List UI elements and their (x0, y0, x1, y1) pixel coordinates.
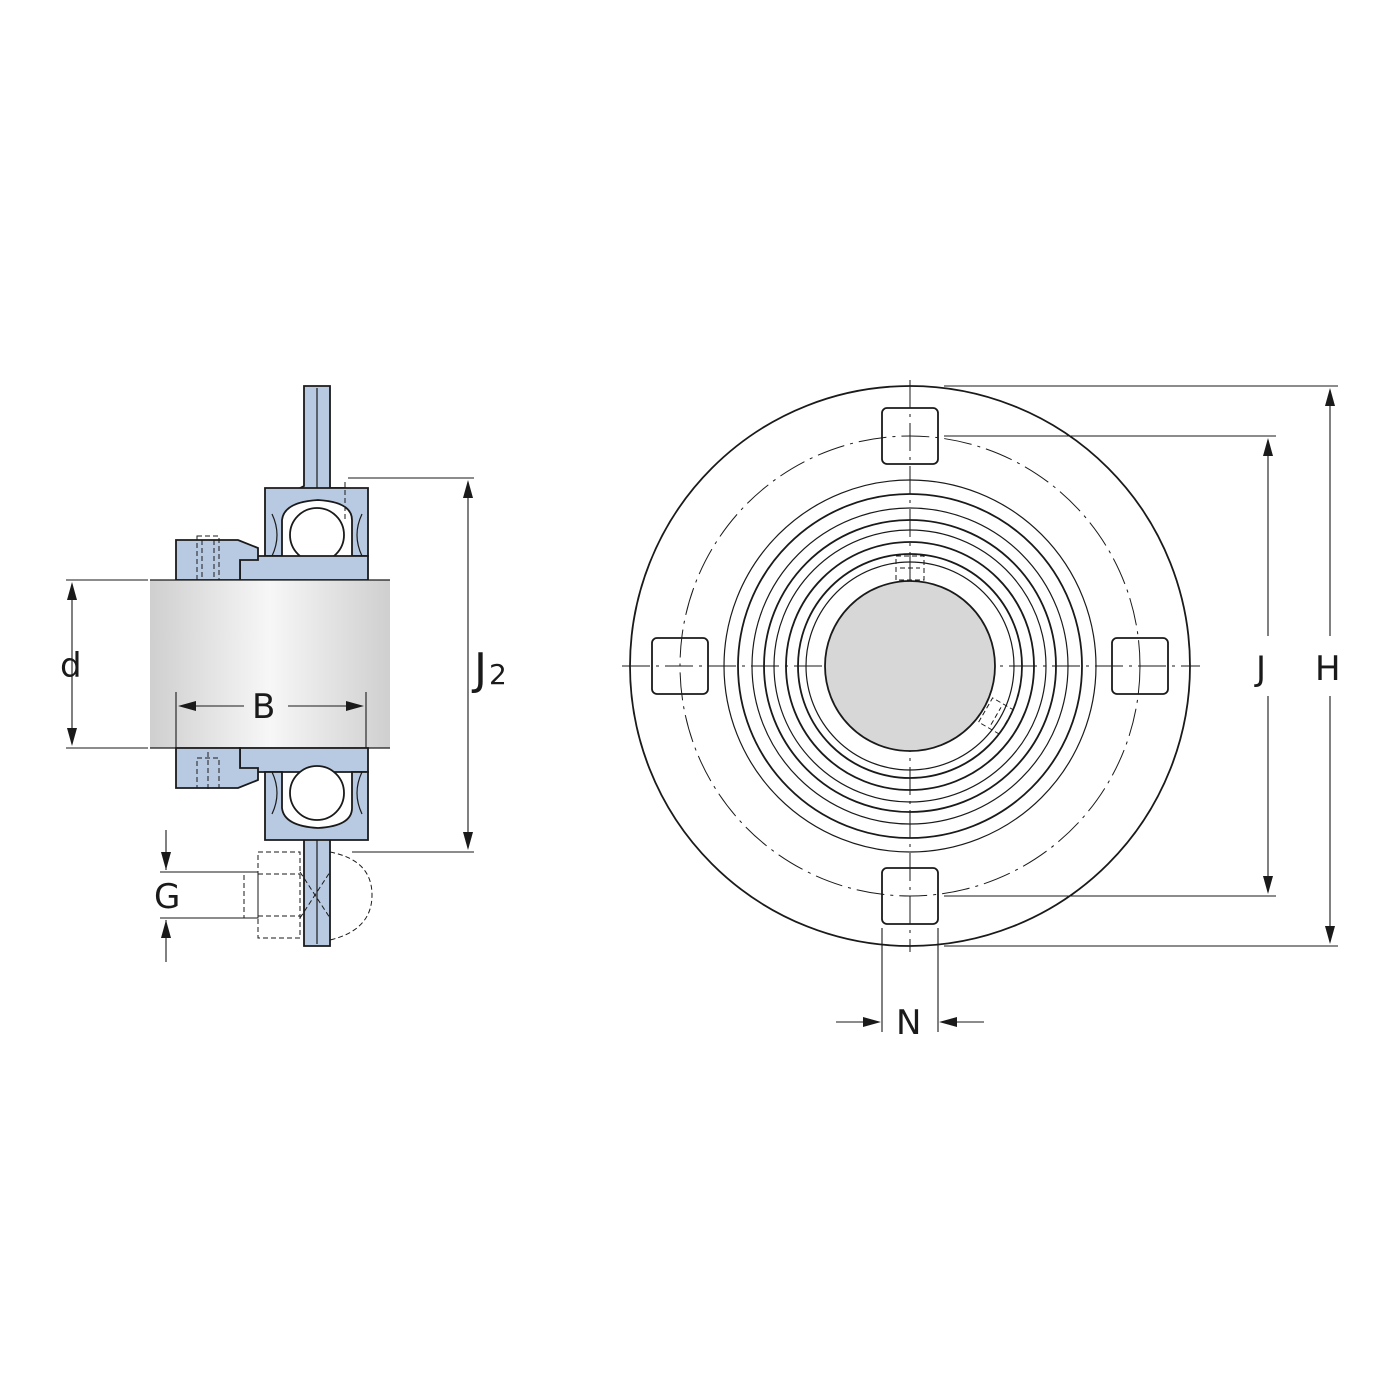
grub-screw-lower (196, 752, 220, 792)
label-g: G (154, 877, 180, 917)
dimension-d: d (60, 579, 148, 749)
label-j2: J2 (471, 644, 507, 695)
flange-plate-top (289, 385, 346, 494)
dimension-j2: J2 (348, 477, 507, 853)
bolt-hole-right (1111, 637, 1169, 695)
bolt-hole-top (881, 407, 939, 465)
bolt-circle (679, 435, 1141, 897)
flange-plate-bottom (303, 835, 331, 947)
section-view: d B J2 G (60, 385, 507, 962)
bolt-hole-bottom (881, 867, 939, 925)
dimension-b: B (175, 687, 367, 748)
housing-rings (723, 479, 1097, 853)
bolt-hole-left (651, 637, 709, 695)
ball-upper (289, 507, 345, 563)
shaft-section (824, 580, 996, 752)
grub-screw-top (895, 555, 925, 581)
label-d: d (60, 646, 82, 686)
label-j: J (1254, 649, 1266, 689)
front-view: J H N (622, 380, 1341, 1043)
housing-upper (264, 482, 369, 563)
shaft (150, 580, 390, 748)
label-h: H (1315, 649, 1341, 689)
label-n: N (896, 1003, 921, 1043)
housing-lower (264, 765, 369, 841)
dimension-n: N (836, 928, 984, 1043)
grub-screw-angled (977, 697, 1015, 735)
ball-lower (289, 765, 345, 821)
dimension-j: J (944, 435, 1276, 897)
dimension-h: H (944, 385, 1341, 947)
label-b: B (252, 687, 275, 727)
dimension-g: G (154, 830, 258, 962)
flange-outline (629, 385, 1191, 947)
